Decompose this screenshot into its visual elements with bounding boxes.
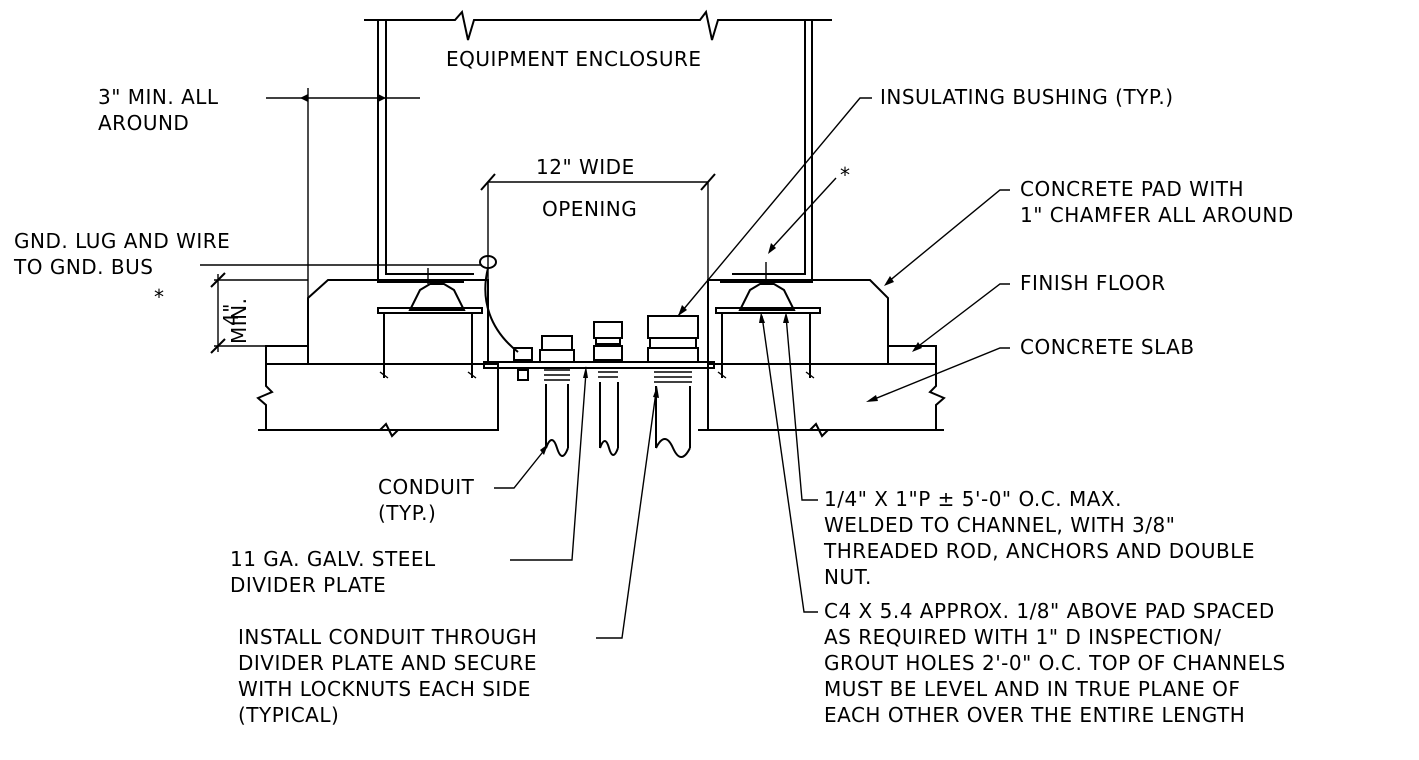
label-anchor-1: 1/4" X 1"P ± 5'-0" O.C. MAX. xyxy=(824,487,1122,511)
right-concrete-pad xyxy=(707,279,889,365)
label-floor: FINISH FLOOR xyxy=(1020,271,1166,295)
divider-plate xyxy=(483,361,715,369)
label-plate-1: 11 GA. GALV. STEEL xyxy=(230,547,436,571)
left-concrete-pad xyxy=(307,279,489,365)
label-enclosure: EQUIPMENT ENCLOSURE xyxy=(446,47,702,71)
dim-12in-opening xyxy=(480,173,716,280)
enclosure-walls xyxy=(364,9,832,283)
label-dim-4: 4" xyxy=(219,303,243,326)
label-bushing: INSULATING BUSHING (TYP.) xyxy=(880,85,1174,109)
label-channel-1: C4 X 5.4 APPROX. 1/8" ABOVE PAD SPACED xyxy=(824,599,1275,623)
label-min-clear-2: AROUND xyxy=(98,111,189,135)
concrete-slab-left xyxy=(256,363,499,438)
label-channel-4: MUST BE LEVEL AND IN TRUE PLANE OF xyxy=(824,677,1240,701)
label-dim-min: MIN. xyxy=(227,298,251,344)
label-star-left: * xyxy=(154,285,165,309)
text-labels: EQUIPMENT ENCLOSURE 3" MIN. ALL AROUND I… xyxy=(13,47,1294,727)
label-plate-2: DIVIDER PLATE xyxy=(230,573,386,597)
conduit-left xyxy=(539,335,575,457)
label-anchor-3: THREADED ROD, ANCHORS AND DOUBLE xyxy=(823,539,1255,563)
label-channel-3: GROUT HOLES 2'-0" O.C. TOP OF CHANNELS xyxy=(824,651,1286,675)
label-install-3: WITH LOCKNUTS EACH SIDE xyxy=(238,677,531,701)
label-conduit-1: CONDUIT xyxy=(378,475,475,499)
label-min-clear-1: 3" MIN. ALL xyxy=(98,85,219,109)
conduit-right xyxy=(647,315,699,458)
label-gnd-2: TO GND. BUS xyxy=(13,255,153,279)
label-opening: OPENING xyxy=(542,197,637,221)
conduit-middle xyxy=(593,321,623,456)
label-install-4: (TYPICAL) xyxy=(238,703,339,727)
dim-4in-min xyxy=(210,272,308,354)
label-gnd-1: GND. LUG AND WIRE xyxy=(14,229,230,253)
right-channel xyxy=(715,262,821,379)
label-channel-2: AS REQUIRED WITH 1" D INSPECTION/ xyxy=(824,625,1221,649)
concrete-slab-right xyxy=(698,363,946,438)
label-star-top: * xyxy=(840,163,851,187)
label-slab: CONCRETE SLAB xyxy=(1020,335,1195,359)
leader-lines xyxy=(200,97,1010,639)
label-wide: 12" WIDE xyxy=(536,155,635,179)
label-conduit-2: (TYP.) xyxy=(378,501,436,525)
label-channel-5: EACH OTHER OVER THE ENTIRE LENGTH xyxy=(824,703,1245,727)
label-pad-1: CONCRETE PAD WITH xyxy=(1020,177,1244,201)
label-pad-2: 1" CHAMFER ALL AROUND xyxy=(1020,203,1294,227)
label-anchor-4: NUT. xyxy=(824,565,872,589)
left-channel xyxy=(377,268,483,379)
dim-3in-min xyxy=(266,88,420,298)
label-install-1: INSTALL CONDUIT THROUGH xyxy=(238,625,537,649)
label-install-2: DIVIDER PLATE AND SECURE xyxy=(238,651,537,675)
label-anchor-2: WELDED TO CHANNEL, WITH 3/8" xyxy=(824,513,1175,537)
